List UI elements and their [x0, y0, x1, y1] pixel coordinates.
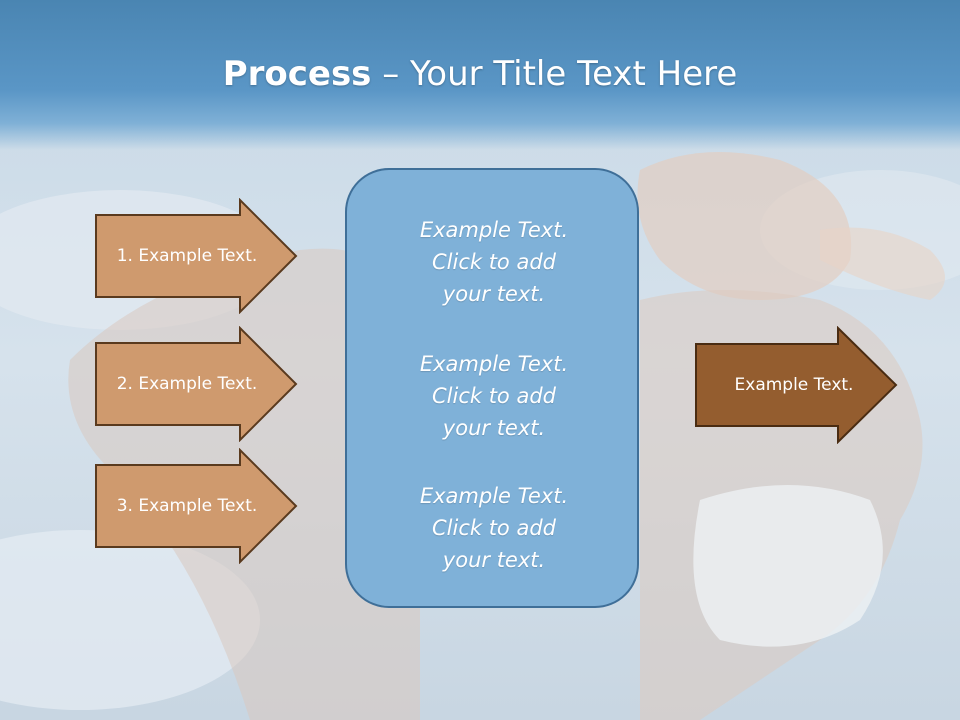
slide-title[interactable]: Process – Your Title Text Here	[0, 52, 960, 96]
left-arrow-2[interactable]: 2. Example Text.	[94, 326, 300, 442]
arrow-shape	[95, 326, 298, 442]
center-text-item-2: Example Text. Click to add your text.	[419, 352, 569, 440]
center-text-item-1: Example Text. Click to add your text.	[419, 218, 569, 306]
arrow-shape	[95, 198, 298, 314]
title-rest: – Your Title Text Here	[371, 54, 738, 94]
left-arrow-label: 3. Example Text.	[116, 496, 258, 516]
center-text-box[interactable]: Example Text. Click to add your text. Ex…	[345, 168, 639, 608]
left-arrow-3[interactable]: 3. Example Text.	[94, 448, 300, 564]
left-arrow-label: 2. Example Text.	[116, 374, 258, 394]
title-bar	[0, 0, 960, 150]
arrow-shape	[695, 326, 898, 444]
arrow-shape	[95, 448, 298, 564]
center-text-item-3: Example Text. Click to add your text.	[419, 484, 569, 572]
right-arrow-label: Example Text.	[734, 375, 854, 395]
right-arrow[interactable]: Example Text.	[694, 326, 900, 444]
left-arrow-1[interactable]: 1. Example Text.	[94, 198, 300, 314]
left-arrow-label: 1. Example Text.	[116, 246, 258, 266]
title-bold: Process	[222, 54, 372, 94]
